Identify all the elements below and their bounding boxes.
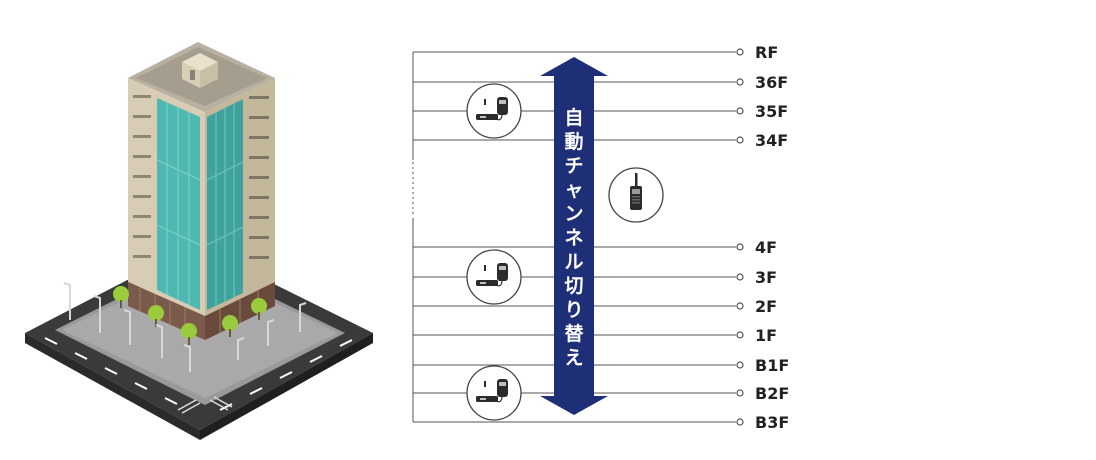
radio-repeater-icon [466, 249, 522, 305]
arrow-char: 切 [564, 275, 583, 297]
arrow-char: ン [564, 203, 583, 225]
arrow-char: え [564, 347, 583, 369]
floor-label-4f: 4F [755, 238, 777, 257]
floor-label-3f: 3F [755, 268, 777, 287]
floor-label-b2f: B2F [755, 384, 789, 403]
arrow-char: 自 [564, 106, 583, 129]
arrow-char: チ [564, 155, 583, 177]
floor-label-b3f: B3F [755, 413, 789, 432]
arrow-char: ネ [564, 227, 583, 249]
floor-label-2f: 2F [755, 297, 777, 316]
floor-label-35f: 35F [755, 102, 788, 121]
floor-label-rf: RF [755, 43, 778, 62]
arrow-char: 替 [564, 322, 584, 345]
floor-terminals [736, 48, 744, 426]
floor-label-36f: 36F [755, 73, 788, 92]
arrow-char: 動 [564, 131, 583, 153]
arrow-char: ャ [564, 179, 583, 201]
arrow-char: り [564, 299, 583, 321]
auto-channel-switch-arrow [540, 57, 608, 415]
floor-label-34f: 34F [755, 131, 788, 150]
floor-label-1f: 1F [755, 326, 777, 345]
office-building-illustration [25, 42, 373, 440]
radio-repeater-icon [466, 365, 522, 421]
handheld-radio-icon [608, 167, 664, 223]
arrow-label: 自 動 チ ャ ン ネ ル 切 り 替 え [564, 106, 584, 369]
radio-repeater-icon [466, 83, 522, 139]
floor-label-b1f: B1F [755, 356, 789, 375]
arrow-char: ル [564, 251, 583, 273]
